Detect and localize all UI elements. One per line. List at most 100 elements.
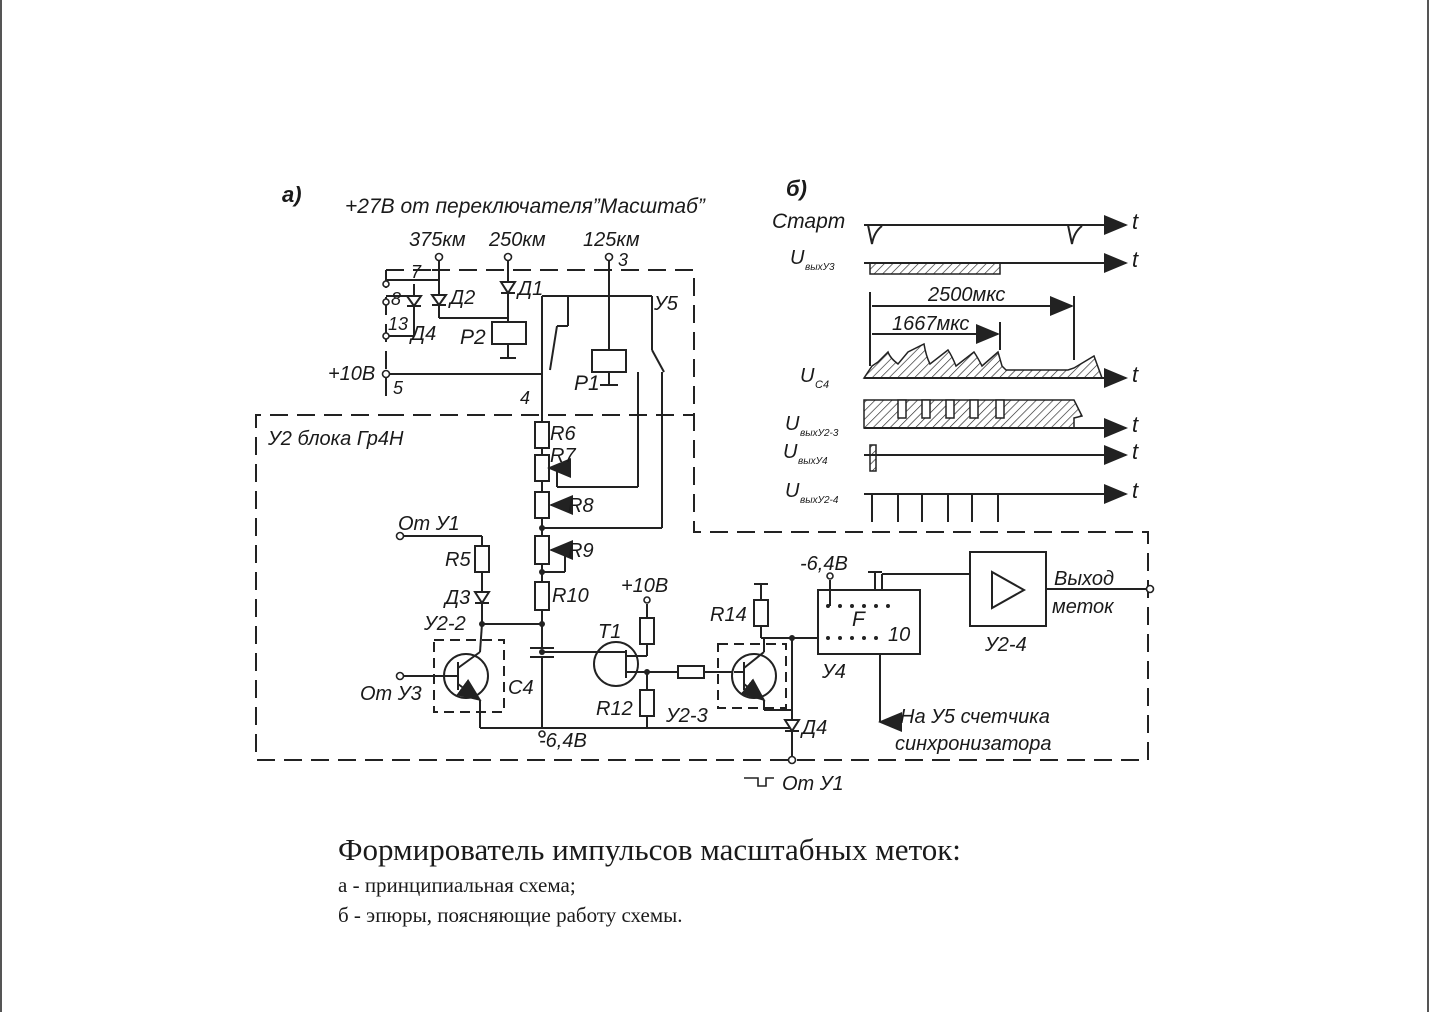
stage-u4 [817, 551, 1155, 732]
label-from-u1-bottom: От У1 [782, 773, 844, 795]
label-d4-top: Д4 [409, 323, 436, 345]
caption-title: Формирователь импульсов масштабных меток… [338, 832, 961, 867]
resistor-r12 [639, 689, 655, 717]
diode-d4-bottom [783, 719, 801, 733]
label-plus10v-left: +10В [328, 363, 375, 385]
label-r9: R9 [568, 540, 594, 562]
label-r7: R7 [550, 445, 576, 467]
panel-b-label: б) [786, 176, 807, 201]
sub-vyh-u3: выхУ3 [805, 262, 835, 273]
timing-diagrams [862, 215, 1128, 522]
terminal-375km [434, 252, 444, 262]
label-u4: У4 [821, 661, 846, 683]
label-from-u3: От У3 [360, 683, 422, 705]
t-axis-u2-3: t [1132, 412, 1139, 437]
label-plus10v-t1: +10В [621, 575, 668, 597]
label-u-vyh-u2-3: U [785, 413, 800, 435]
label-d4-bottom: Д4 [800, 717, 827, 739]
terminal-output [1145, 584, 1155, 594]
period-1667: 1667мкс [892, 313, 969, 335]
label-u-vyh-u4: U [783, 441, 798, 463]
transistor-u2-3-frame [717, 643, 787, 709]
u4-waveform [869, 444, 877, 472]
scale-125km: 125км [583, 229, 640, 251]
t-axis-c4: t [1132, 362, 1139, 387]
label-p1: Р1 [574, 372, 600, 395]
sub-vyh-u4: выхУ4 [798, 456, 828, 467]
label-d3: Д3 [443, 587, 470, 609]
sub-c4: C4 [815, 379, 829, 391]
terminal-plus10v [381, 369, 391, 379]
c4-waveform [862, 342, 1104, 379]
label-u2-4: У2-4 [984, 634, 1027, 656]
diode-d3 [473, 591, 491, 605]
relay-p2-coil [491, 321, 527, 345]
scale-375km: 375км [409, 229, 466, 251]
u5-block-outline [255, 269, 1149, 761]
label-r6: R6 [550, 423, 576, 445]
resistor-r14 [753, 599, 769, 627]
stage-u2-3 [717, 583, 822, 787]
resistor-r8 [534, 491, 550, 519]
label-u-c4: U [800, 365, 815, 387]
resistor-r9 [534, 535, 550, 565]
label-start: Старт [772, 210, 845, 233]
terminal-from-u1-bottom [787, 755, 797, 765]
panel-a-label: а) [282, 182, 302, 207]
t-axis-u4: t [1132, 439, 1139, 464]
pin-3: 3 [618, 250, 628, 270]
t-axis-u2-4: t [1132, 478, 1139, 503]
figure-caption: Формирователь импульсов масштабных меток… [338, 830, 1238, 930]
label-f: F [852, 608, 866, 631]
block-name: У2 блока Гр4Н [267, 428, 404, 450]
label-u-vyh-u2-4: U [785, 480, 800, 502]
resistor-r13 [677, 665, 705, 679]
resistor-r7 [534, 454, 550, 482]
resistor-r5 [474, 545, 490, 573]
sub-vyh-u2-3: выхУ2-3 [800, 428, 839, 439]
t-axis-start: t [1132, 209, 1139, 234]
output-line-2: меток [1052, 596, 1115, 618]
amplifier-icon [991, 570, 1027, 610]
resistor-r11 [639, 617, 655, 645]
pin-5: 5 [393, 378, 404, 398]
pin-10: 10 [888, 624, 910, 646]
label-minus64-bottom: -6,4В [539, 730, 587, 752]
t-axis-u3: t [1132, 247, 1139, 272]
start-pulse-2 [1067, 224, 1083, 245]
sub-vyh-u2-4: выхУ2-4 [800, 495, 839, 506]
label-r12: R12 [596, 698, 633, 720]
resistor-r10 [534, 581, 550, 611]
label-u5: У5 [653, 293, 679, 315]
diode-d2 [430, 294, 448, 307]
label-u-vyh-u3: U [790, 247, 805, 269]
relay-p1-coil [591, 349, 627, 373]
pin-8: 8 [391, 289, 401, 309]
terminal-250km [503, 252, 513, 262]
label-r10: R10 [552, 585, 589, 607]
label-minus64-top: -6,4В [800, 553, 848, 575]
label-u2-3: У2-3 [665, 705, 708, 727]
terminal-125km [604, 252, 614, 262]
pin-7: 7 [411, 262, 422, 282]
period-2500: 2500мкс [927, 284, 1005, 306]
u4-block [817, 589, 921, 655]
label-c4: C4 [508, 677, 534, 699]
terminal-from-u3 [395, 671, 405, 681]
terminal-from-u1-top [395, 531, 405, 541]
pin-4: 4 [520, 388, 530, 408]
stage-t1 [542, 596, 734, 728]
label-u2-2: У2-2 [423, 613, 466, 635]
diode-d1 [499, 281, 517, 295]
label-r14: R14 [710, 604, 747, 626]
supply-note: +27В от переключателя”Масштаб” [345, 195, 706, 218]
u2-4-waveform [871, 494, 999, 522]
resistor-r6 [534, 421, 550, 449]
caption-line-a: а - принципиальная схема; [338, 873, 576, 897]
diode-d4-top [405, 295, 423, 308]
stage-u2-2 [395, 531, 792, 738]
scale-250km: 250км [488, 229, 546, 251]
start-pulse-1 [867, 224, 883, 245]
label-r5: R5 [445, 549, 471, 571]
